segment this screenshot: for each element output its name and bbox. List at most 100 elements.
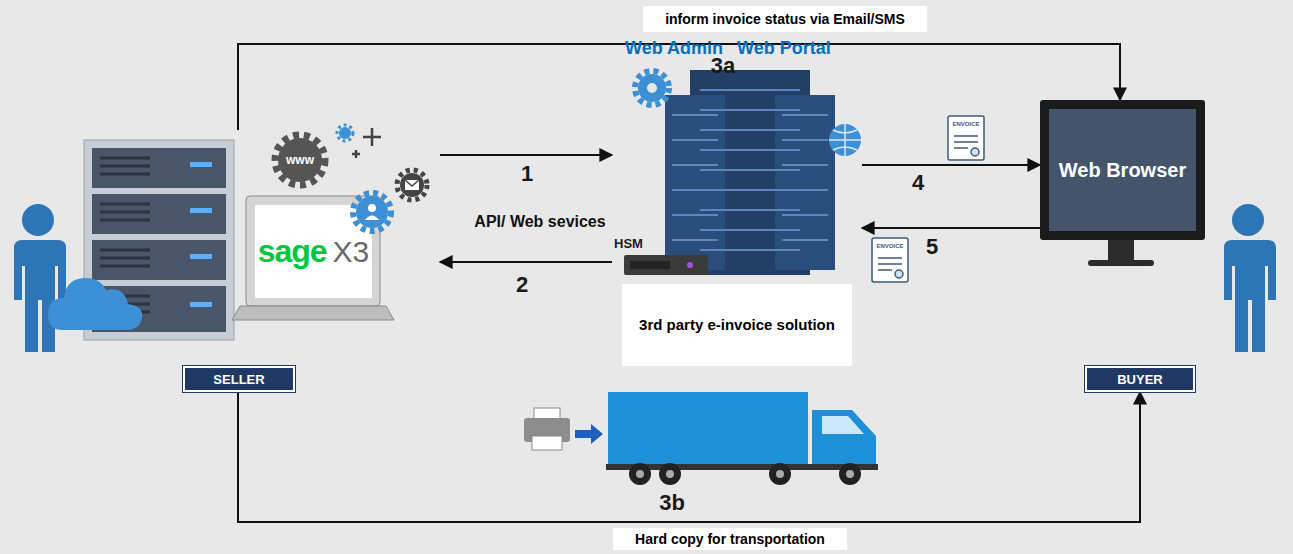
server-rack xyxy=(92,194,226,234)
interface-label: API/ Web sevices xyxy=(474,213,605,231)
server-cluster xyxy=(638,74,666,102)
truck-icon xyxy=(636,470,644,478)
node-text: sage xyxy=(258,233,327,270)
truck-icon xyxy=(629,463,651,485)
logo: sageX3 xyxy=(255,205,372,298)
invoice-document xyxy=(872,116,984,282)
truck-icon xyxy=(839,463,861,485)
process-box: BUYER xyxy=(1085,366,1195,392)
server-rack xyxy=(100,158,150,312)
person-icon xyxy=(1224,204,1276,352)
server-rack xyxy=(190,162,212,167)
connector-arrow xyxy=(440,261,612,263)
connector-arrow xyxy=(440,154,612,156)
printer-icon xyxy=(532,436,562,450)
gear-icon xyxy=(339,127,351,139)
transfer-arrow xyxy=(575,424,603,444)
monitor-stand xyxy=(1088,260,1154,266)
callout-number: 5 xyxy=(926,234,938,260)
server-cluster xyxy=(665,95,725,270)
gear-icon xyxy=(397,170,427,200)
system-group: sageX3 xyxy=(75,130,440,345)
process-box: Web Browser xyxy=(1040,100,1205,240)
person-icon xyxy=(22,204,54,236)
laptop xyxy=(232,306,394,320)
truck-icon xyxy=(659,463,681,485)
hsm-device xyxy=(624,255,708,275)
hsm-device xyxy=(630,261,670,269)
truck-icon xyxy=(606,392,878,485)
node-text: Web Portal xyxy=(737,38,831,59)
server-rack xyxy=(92,148,226,188)
truck-icon xyxy=(812,410,876,464)
person-icon xyxy=(14,204,66,352)
cloud-icon xyxy=(48,278,142,330)
gear-icon xyxy=(365,216,379,221)
gear-icon xyxy=(368,204,376,212)
gear-icon xyxy=(356,196,388,228)
node-text: X3 xyxy=(333,235,370,269)
server-cluster xyxy=(647,83,657,93)
monitor-stand xyxy=(1108,240,1134,260)
server-rack xyxy=(190,208,212,213)
laptop xyxy=(255,205,372,298)
server-rack xyxy=(190,162,212,307)
note-box: Hard copy for transportation xyxy=(613,528,847,550)
server-rack xyxy=(190,302,212,307)
process-box: SELLER xyxy=(183,366,295,392)
connector-arrow xyxy=(862,164,1040,166)
system-group: Web AdminWeb PortalHSM xyxy=(612,38,862,282)
monitor-stand xyxy=(1088,240,1154,266)
invoice-document xyxy=(872,238,908,282)
gear-icon xyxy=(275,125,427,231)
callout-number: 4 xyxy=(912,170,924,196)
truck-icon xyxy=(846,470,854,478)
server-cluster xyxy=(775,95,835,270)
gear-icon xyxy=(400,173,424,197)
node-text: Web Browser xyxy=(1059,159,1186,182)
note-box: inform invoice status via Email/SMS xyxy=(643,6,927,32)
server-cluster xyxy=(672,90,828,250)
server-cluster xyxy=(829,124,861,156)
person-icon xyxy=(1224,240,1276,352)
truck-icon xyxy=(776,470,784,478)
document-title: ENVOICE xyxy=(952,121,979,127)
server-cluster xyxy=(829,124,861,156)
server-cluster xyxy=(635,71,669,105)
callout-number: 3a xyxy=(711,53,735,79)
printer-icon xyxy=(524,408,570,450)
truck-icon xyxy=(608,392,808,464)
person-icon xyxy=(1232,204,1264,236)
gear-icon xyxy=(405,180,419,186)
server-rack xyxy=(100,158,150,312)
truck-icon xyxy=(822,416,864,434)
document-title: ENVOICE xyxy=(876,243,903,249)
gear-icon xyxy=(352,128,381,158)
gear-icon xyxy=(405,180,419,190)
callout-number: 1 xyxy=(521,161,533,187)
invoice-document xyxy=(971,148,979,156)
server-rack xyxy=(92,240,226,280)
gear-icon xyxy=(337,125,353,141)
node-text: BUYER xyxy=(1117,372,1163,387)
invoice-document xyxy=(954,136,978,148)
gear-icon xyxy=(275,135,325,185)
hsm-device xyxy=(624,255,708,275)
server-cluster xyxy=(672,115,828,240)
invoice-document xyxy=(895,270,903,278)
person-icon xyxy=(14,240,66,352)
callout-number: 2 xyxy=(516,272,528,298)
node-text: 3rd party e-invoice solution xyxy=(639,315,835,335)
process-box: 3rd party e-invoice solution xyxy=(622,284,852,366)
icon-text: www xyxy=(286,153,314,167)
invoice-document xyxy=(878,258,902,270)
server-cluster xyxy=(635,70,861,275)
connector-arrow xyxy=(862,227,1040,229)
connector-arrow xyxy=(238,392,1140,522)
node-text: Web Admin xyxy=(625,38,723,59)
invoice-document xyxy=(948,116,984,160)
gear-icon xyxy=(353,193,391,231)
truck-icon xyxy=(666,470,674,478)
